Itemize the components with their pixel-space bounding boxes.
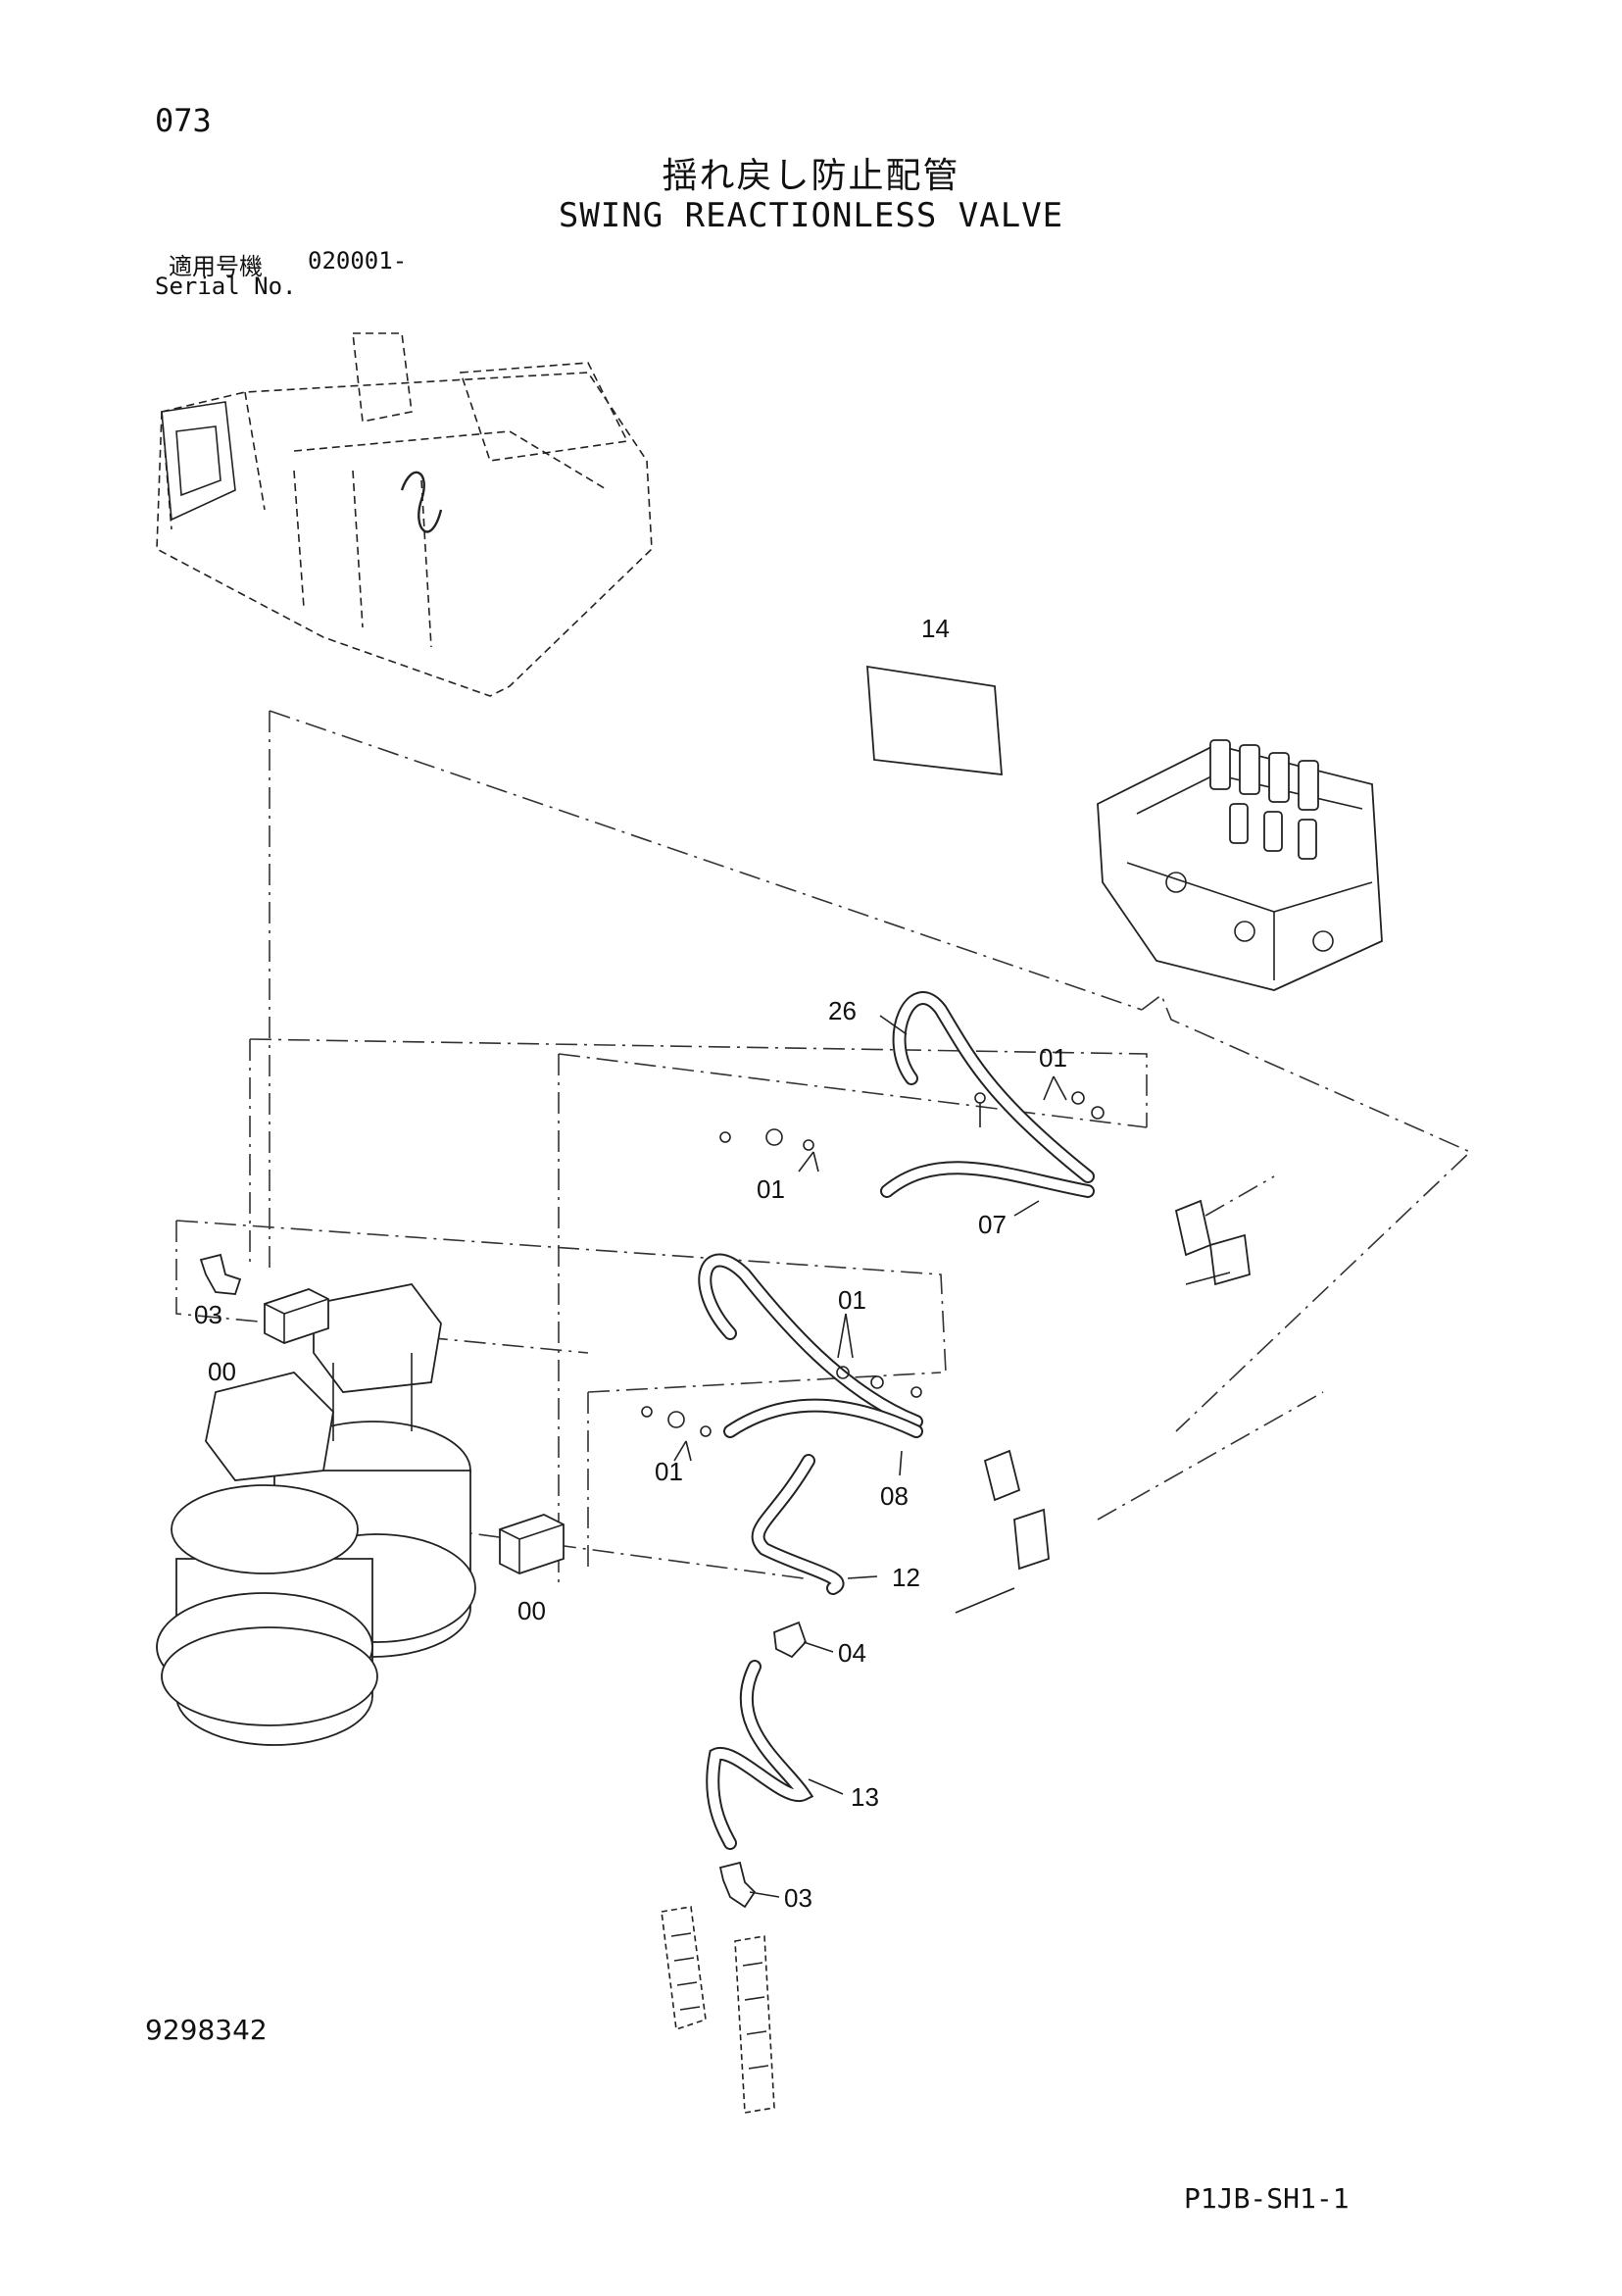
callout-01-middle-right: 01 [838, 1285, 866, 1315]
callout-13: 13 [851, 1782, 879, 1812]
callout-03-lower: 03 [784, 1883, 812, 1913]
hose-08: 08 [698, 1253, 923, 1511]
bolts-01-upper-left: 01 [719, 1128, 819, 1204]
elbow-03-lower: 03 [718, 1861, 812, 1913]
callout-12: 12 [892, 1563, 920, 1592]
bolts-01-middle-right: 01 [836, 1285, 922, 1398]
bolts-01-upper-right: 01 [974, 1043, 1105, 1127]
hose-26: 26 [828, 991, 1095, 1183]
hose-07: 07 [880, 1161, 1095, 1239]
bolts-01-middle-left: 01 [641, 1406, 712, 1486]
page-number: 073 [155, 102, 212, 139]
callout-07: 07 [978, 1210, 1007, 1239]
control-valve-illustration [1097, 739, 1383, 991]
callout-26: 26 [828, 996, 857, 1025]
callout-00-lower: 00 [517, 1596, 546, 1625]
callout-01-middle-left: 01 [655, 1457, 683, 1486]
callout-00-upper: 00 [208, 1357, 236, 1386]
hose-13: 13 [706, 1660, 879, 1850]
title-english: SWING REACTIONLESS VALVE [558, 196, 1064, 235]
swing-motor-illustration [156, 1283, 476, 1746]
connector-block-lower [955, 1449, 1050, 1614]
reactionless-valve-00-upper: 00 [208, 1288, 329, 1386]
serial-label-english: Serial No. [155, 273, 297, 300]
callout-01-upper-left: 01 [757, 1174, 785, 1204]
callout-01-upper-right: 01 [1039, 1043, 1067, 1073]
title-japanese: 揺れ戻し防止配管 [662, 156, 960, 196]
decal-part-14: 14 [866, 614, 1003, 776]
sheet-code: P1JB-SH1-1 [1184, 2182, 1350, 2215]
reactionless-valve-00-lower: 00 [499, 1514, 565, 1625]
callout-04: 04 [838, 1638, 866, 1668]
hose-12: 12 [751, 1454, 920, 1595]
parts-list-strips [661, 1906, 775, 2114]
elbow-03-upper: 03 [194, 1253, 242, 1329]
callout-14: 14 [921, 614, 950, 643]
serial-label-japanese: 適用号機 [169, 253, 263, 280]
callout-03-upper: 03 [194, 1300, 222, 1329]
serial-value: 020001- [308, 247, 408, 275]
machine-overview-illustration [156, 332, 653, 697]
assembly-guide-lines [175, 710, 1472, 1588]
tee-04: 04 [773, 1621, 866, 1668]
callout-08: 08 [880, 1481, 909, 1511]
drawing-id: 9298342 [145, 2014, 268, 2046]
connector-block-upper [1174, 1199, 1251, 1286]
